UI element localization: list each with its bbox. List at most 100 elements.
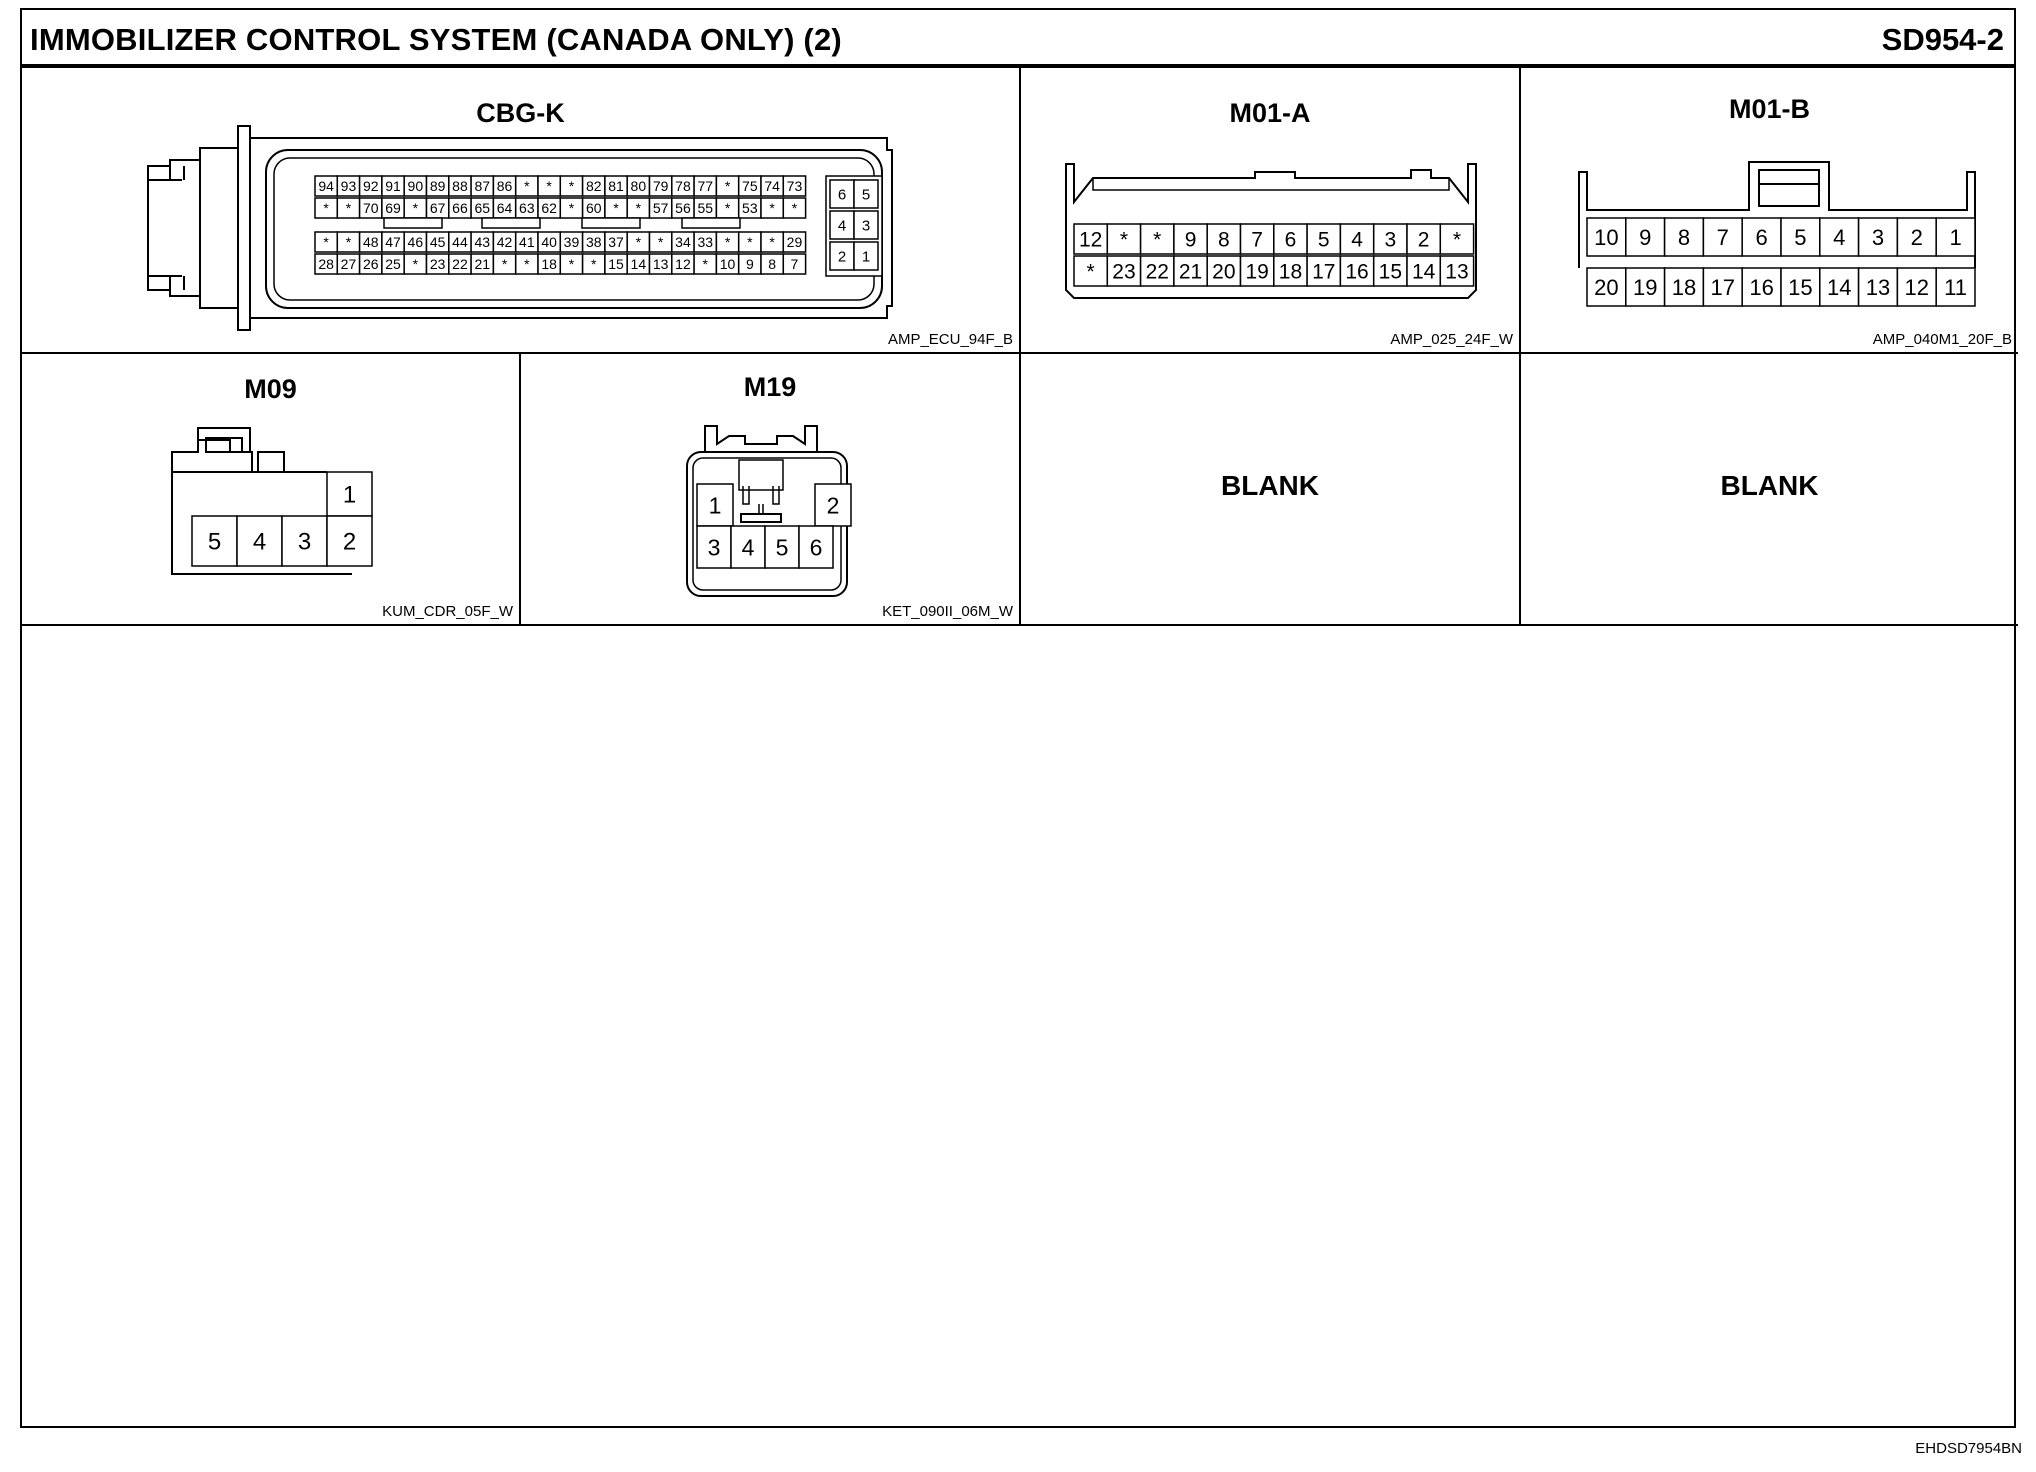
m01-b-pin: 13 xyxy=(1857,267,1899,307)
cbg-k-pin-label: 78 xyxy=(675,178,691,194)
cbg-k-pin-label: 9 xyxy=(746,256,754,272)
m01-b-pin: 16 xyxy=(1741,267,1782,307)
m01-a-pin: * xyxy=(1073,255,1109,287)
cbg-k-pin-label: * xyxy=(613,200,619,216)
cbg-k-pin: * xyxy=(715,231,740,253)
cbg-k-pin-label: * xyxy=(524,178,530,194)
cbg-k-pin-label: * xyxy=(636,200,642,216)
cbg-k-pin-label: 63 xyxy=(519,200,535,216)
cbg-k-pin: * xyxy=(514,175,539,197)
cbg-k-pin-label: 38 xyxy=(586,234,602,250)
m19-pin-label: 1 xyxy=(709,492,722,518)
cbg-k-pin: 73 xyxy=(782,175,807,197)
m01-a-pin-label: 14 xyxy=(1412,261,1436,284)
cbg-k-side-pin: 2 xyxy=(829,241,855,271)
cbg-k-pin: 47 xyxy=(381,231,405,253)
connector-name-m01-a: M01-A xyxy=(1229,98,1311,128)
cbg-k-pin: 13 xyxy=(648,253,673,275)
m01-a-pin-label: 21 xyxy=(1179,261,1202,284)
m01-b-pin: 11 xyxy=(1935,267,1976,307)
m01-a-pin-label: * xyxy=(1120,229,1128,252)
cbg-k-pin-label: 34 xyxy=(675,234,691,250)
m01-b-pin-label: 9 xyxy=(1639,225,1651,250)
cbg-k-pin: 62 xyxy=(537,197,562,219)
cbg-k-pin-label: * xyxy=(769,200,775,216)
cbg-k-side-pin-label: 5 xyxy=(862,186,870,203)
cbg-k-pin: 48 xyxy=(358,231,383,253)
cbg-k-side-pin: 4 xyxy=(829,210,855,240)
cbg-k-pin-label: 46 xyxy=(408,234,424,250)
m01-a-pin: 18 xyxy=(1273,255,1308,287)
m09-pin-label: 5 xyxy=(208,529,221,556)
cbg-k-pin: * xyxy=(760,231,785,253)
connector-code-m01-a: AMP_025_24F_W xyxy=(1390,331,1513,348)
cbg-k-pin: 27 xyxy=(336,253,361,275)
m01-b-pin: 17 xyxy=(1702,267,1743,307)
m01-a-pin-label: * xyxy=(1087,261,1095,284)
m09-pin: 4 xyxy=(236,515,283,567)
m19-pin-label: 5 xyxy=(776,534,789,560)
m01-b-pin: 5 xyxy=(1780,217,1821,257)
blank-label-2: BLANK xyxy=(1720,470,1819,501)
cbg-k-side-pin-label: 1 xyxy=(862,248,870,265)
m01-a-pin: 17 xyxy=(1306,255,1342,287)
cbg-k-pin-label: 92 xyxy=(363,178,379,194)
m01-b-pin: 19 xyxy=(1625,267,1666,307)
cbg-k-pin-label: 69 xyxy=(385,200,401,216)
cbg-k-pin-label: 94 xyxy=(318,178,334,194)
m01-b-pin-label: 14 xyxy=(1827,275,1851,300)
m01-a-pin-label: 16 xyxy=(1345,261,1368,284)
cbg-k-pin: 9 xyxy=(737,253,762,275)
cbg-k-pin-label: 8 xyxy=(768,256,776,272)
cbg-k-pin-label: 56 xyxy=(675,200,691,216)
cbg-k-pin-label: 21 xyxy=(474,256,490,272)
m01-a-pin-label: 17 xyxy=(1312,261,1335,284)
cbg-k-pin: 29 xyxy=(782,231,807,253)
m01-a-pin-label: 5 xyxy=(1318,229,1330,252)
cbg-k-pin: 46 xyxy=(403,231,428,253)
cbg-k-pin-label: * xyxy=(792,200,798,216)
m01-a-pin: 20 xyxy=(1206,255,1242,287)
cbg-k-pin: 21 xyxy=(470,253,495,275)
cbg-k-pin-label: 74 xyxy=(764,178,780,194)
cbg-k-pin-label: 65 xyxy=(474,200,490,216)
cbg-k-pin: 45 xyxy=(425,231,450,253)
cbg-k-pin-label: 93 xyxy=(341,178,357,194)
cbg-k-pin: 89 xyxy=(425,175,450,197)
header: IMMOBILIZER CONTROL SYSTEM (CANADA ONLY)… xyxy=(22,10,2014,68)
cbg-k-pin-label: * xyxy=(413,200,419,216)
cbg-k-pin: 7 xyxy=(782,253,807,275)
cbg-k-pin-label: * xyxy=(413,256,419,272)
cbg-k-pin: 39 xyxy=(559,231,584,253)
m01-b-pin-label: 7 xyxy=(1717,225,1729,250)
cbg-k-pin-label: 55 xyxy=(697,200,713,216)
cbg-k-pin: 28 xyxy=(314,253,339,275)
cbg-k-pin: 23 xyxy=(425,253,450,275)
cbg-k-pin-label: 14 xyxy=(631,256,647,272)
cbg-k-pin: 8 xyxy=(760,253,785,275)
m01-a-pin-label: 4 xyxy=(1351,229,1363,252)
m01-b-pin: 9 xyxy=(1625,217,1666,257)
m01-b-pin: 6 xyxy=(1741,217,1782,257)
cbg-k-pin: 53 xyxy=(737,197,762,219)
cbg-k-pin: 90 xyxy=(403,175,428,197)
connector-code-m09: KUM_CDR_05F_W xyxy=(382,603,513,620)
cbg-k-pin-label: * xyxy=(524,256,530,272)
connector-name-m09: M09 xyxy=(244,374,297,404)
cbg-k-pin-label: * xyxy=(502,256,508,272)
m01-a-pin: 8 xyxy=(1206,223,1242,255)
cbg-k-pin: * xyxy=(559,253,584,275)
cbg-k-pin-label: 64 xyxy=(497,200,513,216)
cbg-k-pin: 57 xyxy=(648,197,673,219)
cbg-k-pin: * xyxy=(336,197,361,219)
m01-b-pin-label: 4 xyxy=(1833,225,1845,250)
m01-a-pin-label: 20 xyxy=(1212,261,1235,284)
cbg-k-pin: 66 xyxy=(448,197,472,219)
cbg-k-pin-label: 41 xyxy=(519,234,535,250)
